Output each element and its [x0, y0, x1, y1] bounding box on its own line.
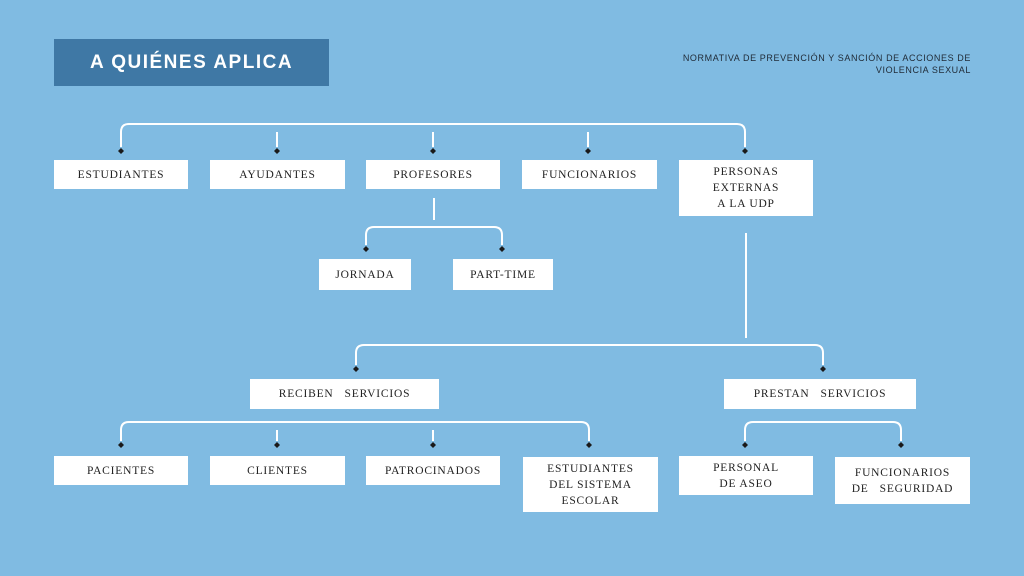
node-prestan-servicios-label: PRESTAN SERVICIOS [753, 388, 887, 400]
node-personal-aseo: PERSONAL DE ASEO [679, 456, 813, 495]
dot-part-time [499, 246, 505, 252]
node-jornada: JORNADA [319, 259, 411, 290]
bracket-prestan [744, 421, 902, 441]
node-personas-externas-line3: A LA UDP [717, 198, 775, 210]
node-estudiantes: ESTUDIANTES [54, 160, 188, 189]
dot-estudiantes [118, 148, 124, 154]
dot-funcionarios-seguridad [898, 442, 904, 448]
node-clientes: CLIENTES [210, 456, 345, 485]
title-box: A QUIÉNES APLICA [54, 39, 329, 86]
node-profesores-label: PROFESORES [393, 168, 473, 181]
node-personal-aseo-line1: PERSONAL [713, 461, 779, 474]
subtitle-line-2: VIOLENCIA SEXUAL [875, 65, 971, 75]
node-funcionarios-seguridad: FUNCIONARIOS DE SEGURIDAD [835, 457, 970, 504]
dot-estudiantes-sistema [586, 442, 592, 448]
dot-personal-aseo [742, 442, 748, 448]
node-estudiantes-sistema-escolar: ESTUDIANTES DEL SISTEMA ESCOLAR [523, 457, 658, 512]
node-estudiantes-label: ESTUDIANTES [77, 168, 165, 181]
bracket-servicios [355, 344, 824, 365]
node-part-time: PART-TIME [453, 259, 553, 290]
node-reciben-servicios-label: RECIBEN SERVICIOS [278, 388, 411, 400]
dot-patrocinados [430, 442, 436, 448]
node-part-time-label: PART-TIME [470, 268, 536, 281]
node-personas-externas-line1: PERSONAS [713, 166, 779, 178]
node-patrocinados-label: PATROCINADOS [384, 464, 482, 477]
node-reciben-servicios: RECIBEN SERVICIOS [250, 379, 439, 409]
node-personas-externas: PERSONAS EXTERNAS A LA UDP [679, 160, 813, 216]
connector-paths [120, 123, 902, 441]
subtitle-line-1: NORMATIVA DE PREVENCIÓN Y SANCIÓN DE ACC… [682, 53, 971, 63]
node-patrocinados: PATROCINADOS [366, 456, 500, 485]
dot-pacientes [118, 442, 124, 448]
dot-funcionarios [585, 148, 591, 154]
node-jornada-label: JORNADA [335, 268, 395, 281]
node-personal-aseo-line2: DE ASEO [719, 477, 773, 490]
subtitle: NORMATIVA DE PREVENCIÓN Y SANCIÓN DE ACC… [683, 52, 971, 76]
node-ayudantes: AYUDANTES [210, 160, 345, 189]
node-funcionarios-seguridad-line2: DE SEGURIDAD [851, 482, 954, 495]
dot-prestan [820, 366, 826, 372]
node-dots [118, 148, 904, 448]
dot-ayudantes [274, 148, 280, 154]
dot-jornada [363, 246, 369, 252]
node-ayudantes-label: AYUDANTES [239, 168, 316, 181]
bracket-reciben [120, 421, 590, 441]
node-pacientes-label: PACIENTES [86, 464, 156, 477]
node-funcionarios: FUNCIONARIOS [522, 160, 657, 189]
dot-reciben [353, 366, 359, 372]
node-funcionarios-label: FUNCIONARIOS [541, 168, 638, 181]
page-title: A QUIÉNES APLICA [89, 51, 294, 73]
node-clientes-label: CLIENTES [247, 464, 308, 477]
node-prestan-servicios: PRESTAN SERVICIOS [724, 379, 916, 409]
dot-personas-externas [742, 148, 748, 154]
dot-clientes [274, 442, 280, 448]
node-funcionarios-seguridad-line1: FUNCIONARIOS [854, 466, 951, 479]
node-pacientes: PACIENTES [54, 456, 188, 485]
node-estudiantes-sistema-line3: ESCOLAR [561, 494, 620, 507]
bracket-top [120, 123, 746, 147]
node-profesores: PROFESORES [366, 160, 500, 189]
dot-profesores [430, 148, 436, 154]
node-estudiantes-sistema-line2: DEL SISTEMA [549, 478, 632, 491]
bracket-profesores [365, 226, 503, 245]
node-personas-externas-line2: EXTERNAS [712, 182, 780, 194]
node-estudiantes-sistema-line1: ESTUDIANTES [547, 462, 634, 475]
